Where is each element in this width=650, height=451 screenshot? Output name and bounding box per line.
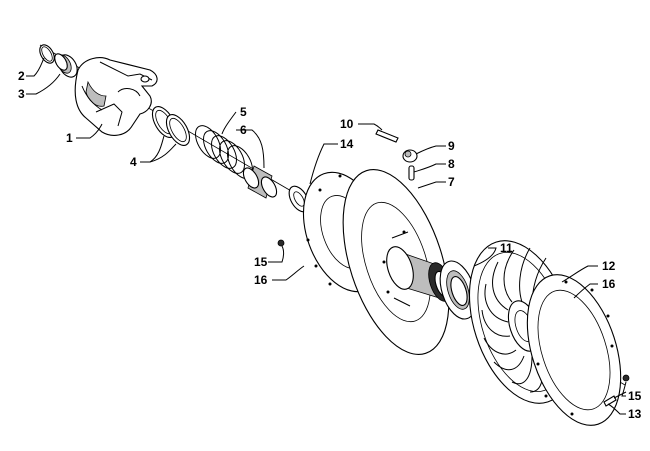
callout-9: 9	[448, 139, 455, 153]
callout-16-right: 16	[602, 277, 616, 291]
part-9-roller	[402, 149, 418, 163]
part-3-bushing	[54, 53, 78, 78]
part-13-bolt	[603, 391, 627, 407]
part-15-screw-left	[277, 239, 285, 247]
callout-1: 1	[66, 131, 73, 145]
callout-4: 4	[130, 155, 137, 169]
callout-8: 8	[448, 157, 455, 171]
part-10-pin	[375, 129, 399, 143]
part-2-snap-ring	[39, 44, 55, 64]
callout-3: 3	[18, 87, 25, 101]
callout-2: 2	[18, 69, 25, 83]
part-16-right-plate	[526, 274, 622, 426]
part-6-sleeve	[242, 165, 278, 199]
part-4-rings	[151, 106, 191, 146]
callout-16-left: 16	[254, 273, 268, 287]
callout-12: 12	[602, 259, 616, 273]
callout-15-right: 15	[628, 389, 642, 403]
part-5-spring	[195, 125, 253, 179]
callout-10: 10	[340, 117, 354, 131]
callout-5: 5	[240, 105, 247, 119]
part-11-bearing-ring	[439, 260, 477, 320]
callout-14: 14	[340, 137, 354, 151]
callout-13: 13	[628, 407, 642, 421]
leader-lines	[26, 57, 627, 415]
callout-11: 11	[500, 241, 513, 255]
part-7-sheave	[342, 169, 452, 355]
callout-6: 6	[240, 123, 247, 137]
callout-15-left: 15	[254, 255, 268, 269]
part-15-screw-right	[622, 374, 630, 382]
callout-7: 7	[448, 175, 455, 189]
part-8-pin	[408, 165, 415, 181]
part-1-cam-housing	[74, 57, 158, 136]
